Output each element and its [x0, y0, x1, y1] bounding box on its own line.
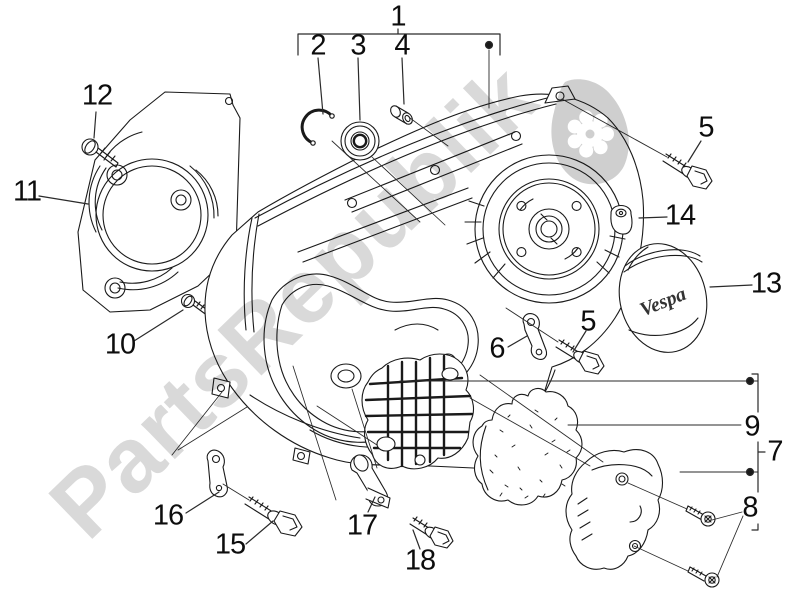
callout-11: 11	[12, 175, 42, 208]
part-bearing	[340, 121, 380, 161]
callout-10: 10	[104, 328, 136, 361]
part-bolt-18	[409, 516, 454, 549]
callout-12: 12	[81, 79, 113, 112]
callout-5: 5	[698, 111, 714, 144]
part-clamp-17	[350, 454, 391, 509]
part-outer-cap	[565, 449, 664, 570]
part-air-baffle	[361, 353, 475, 470]
leader-lines	[38, 28, 766, 578]
part-flange-bolt-5-top	[662, 153, 713, 190]
callout-13: 13	[750, 267, 782, 300]
part-bracket-16	[206, 449, 228, 498]
callout-4: 4	[394, 29, 410, 62]
callout-1: 1	[390, 0, 406, 33]
callout-5b: 5	[580, 305, 596, 338]
callout-8: 8	[742, 491, 758, 524]
part-vespa-hub-cover	[618, 243, 708, 353]
part-spacer-bushing	[390, 105, 413, 125]
part-flange-nut	[610, 204, 633, 235]
callout-16: 16	[152, 499, 184, 532]
part-bolt-15	[244, 496, 303, 537]
callout-17: 17	[346, 509, 378, 542]
callout-3: 3	[350, 29, 366, 62]
part-flange-bolt-5-mid	[555, 339, 605, 375]
callout-9: 9	[744, 410, 760, 443]
part-clip-6	[522, 313, 548, 360]
part-screw-10	[180, 293, 211, 317]
part-filter-sponge	[472, 387, 583, 506]
callout-18: 18	[404, 544, 436, 577]
part-circlip	[300, 108, 335, 146]
callout-15: 15	[214, 528, 246, 561]
part-screw-8b	[687, 566, 720, 588]
callout-7: 7	[767, 435, 783, 468]
callout-6: 6	[489, 332, 505, 365]
callout-14: 14	[664, 199, 696, 232]
part-screw-12	[81, 138, 119, 168]
part-screw-8a	[685, 505, 716, 527]
callout-2: 2	[310, 29, 326, 62]
explosion-axis-lines	[171, 117, 689, 572]
